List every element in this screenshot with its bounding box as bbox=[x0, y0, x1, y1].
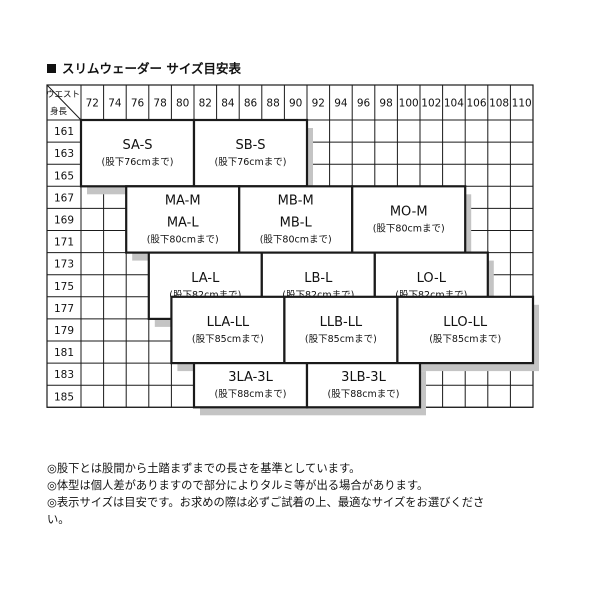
height-header-label: 163 bbox=[54, 148, 74, 160]
size-name: MA-L bbox=[167, 215, 200, 230]
size-inseam: (股下88cmまで) bbox=[215, 389, 287, 400]
size-name: 3LA-3L bbox=[228, 370, 273, 385]
height-header-label: 167 bbox=[54, 192, 74, 204]
waist-header-label: 90 bbox=[289, 98, 302, 110]
height-header-label: 177 bbox=[54, 303, 74, 315]
size-inseam: (股下88cmまで) bbox=[328, 389, 400, 400]
height-header-label: 183 bbox=[54, 369, 74, 381]
size-box bbox=[192, 118, 309, 188]
height-header-label: 165 bbox=[54, 170, 74, 182]
waist-header-label: 102 bbox=[421, 98, 441, 110]
size-box bbox=[125, 185, 241, 254]
size-name: SA-S bbox=[122, 138, 152, 153]
waist-header-label: 84 bbox=[221, 98, 235, 110]
height-header-label: 175 bbox=[54, 281, 74, 293]
size-inseam: (股下80cmまで) bbox=[260, 234, 332, 245]
note-line: ◎体型は個人差がありますので部分によりタルミ等が出る場合があります。 bbox=[47, 479, 429, 492]
height-header-label: 185 bbox=[54, 391, 74, 403]
size-box bbox=[305, 362, 422, 409]
waist-header-label: 80 bbox=[176, 98, 189, 110]
size-name: LLA-LL bbox=[207, 315, 250, 330]
size-inseam: (股下82cmまで) bbox=[282, 290, 354, 301]
height-header-label: 169 bbox=[54, 214, 74, 226]
note-line: ◎股下とは股間から土踏まずまでの長さを基準としています。 bbox=[47, 462, 361, 475]
size-name: LLB-LL bbox=[320, 315, 363, 330]
height-header-label: 171 bbox=[54, 237, 74, 249]
waist-header-label: 94 bbox=[334, 98, 348, 110]
waist-header-label: 88 bbox=[266, 98, 279, 110]
size-box bbox=[351, 185, 467, 254]
waist-header-label: 110 bbox=[512, 98, 532, 110]
waist-header-label: 82 bbox=[199, 98, 212, 110]
waist-header-label: 72 bbox=[86, 98, 99, 110]
corner-diagonal bbox=[46, 84, 82, 121]
size-inseam: (股下82cmまで) bbox=[169, 290, 241, 301]
note-line: ◎表示サイズは目安です。お求めの際は必ずご試着の上、最適なサイズをお選びくださ bbox=[47, 496, 485, 509]
size-name: MB-M bbox=[278, 193, 314, 208]
size-inseam: (股下85cmまで) bbox=[429, 334, 501, 345]
size-name: MO-M bbox=[390, 204, 428, 219]
height-header-label: 179 bbox=[54, 325, 74, 337]
size-inseam: (股下76cmまで) bbox=[215, 157, 287, 168]
waist-header-label: 100 bbox=[399, 98, 419, 110]
square-bullet-icon bbox=[47, 64, 56, 73]
size-name: SB-S bbox=[235, 138, 265, 153]
waist-header-label: 98 bbox=[379, 98, 392, 110]
height-header-label: 181 bbox=[54, 347, 74, 359]
size-inseam: (股下82cmまで) bbox=[395, 290, 467, 301]
page-title-text: スリムウェーダー サイズ目安表 bbox=[62, 61, 241, 76]
waist-header-label: 92 bbox=[312, 98, 325, 110]
waist-header-label: 76 bbox=[131, 98, 145, 110]
notes: ◎股下とは股間から土踏まずまでの長さを基準としています。 ◎体型は個人差がありま… bbox=[47, 460, 484, 528]
size-name: LLO-LL bbox=[443, 315, 488, 330]
size-box bbox=[192, 362, 309, 409]
size-inseam: (股下76cmまで) bbox=[102, 157, 174, 168]
corner-waist-label: ウエスト bbox=[46, 90, 80, 100]
waist-header-label: 74 bbox=[108, 98, 122, 110]
size-inseam: (股下80cmまで) bbox=[373, 223, 445, 234]
waist-header-label: 104 bbox=[444, 98, 464, 110]
size-inseam: (股下80cmまで) bbox=[147, 234, 219, 245]
size-name: LA-L bbox=[191, 271, 220, 286]
note-line: い。 bbox=[47, 513, 70, 526]
waist-header-label: 108 bbox=[489, 98, 509, 110]
size-name: MA-M bbox=[165, 193, 201, 208]
waist-header-label: 78 bbox=[153, 98, 166, 110]
corner-height-label: 身長 bbox=[50, 106, 68, 117]
size-name: MB-L bbox=[280, 215, 313, 230]
page-title: スリムウェーダー サイズ目安表 bbox=[47, 58, 241, 77]
height-header-label: 173 bbox=[54, 259, 74, 271]
size-name: LO-L bbox=[417, 271, 447, 286]
size-box bbox=[396, 295, 535, 365]
size-name: 3LB-3L bbox=[341, 370, 386, 385]
waist-header-label: 96 bbox=[357, 98, 371, 110]
size-box bbox=[170, 295, 286, 365]
waist-header-label: 86 bbox=[244, 98, 258, 110]
waist-header-label: 106 bbox=[466, 98, 486, 110]
size-inseam: (股下85cmまで) bbox=[305, 334, 377, 345]
size-inseam: (股下85cmまで) bbox=[192, 334, 264, 345]
size-name: LB-L bbox=[304, 271, 333, 286]
height-header-label: 161 bbox=[54, 126, 74, 138]
